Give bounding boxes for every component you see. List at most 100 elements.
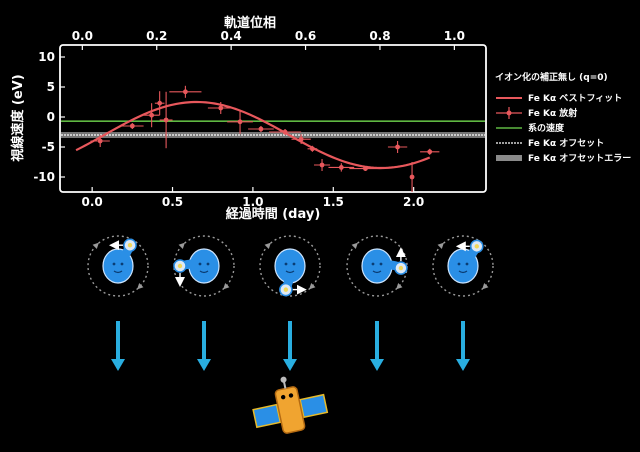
legend-label-systemic: 系の速度 [528, 122, 565, 134]
data-point [409, 162, 415, 192]
best-fit-curve [75, 100, 431, 170]
data-point [313, 159, 331, 171]
face-eye-icon [112, 262, 116, 266]
data-point [159, 91, 173, 149]
data-marker [149, 112, 155, 118]
orbit-direction-icon [137, 282, 144, 290]
legend-swatch-data-dot [506, 110, 512, 116]
legend-item-fit: Fe Kα ベストフィット [496, 93, 622, 104]
face-mouth-icon [199, 270, 209, 274]
legend-item-systemic: 系の速度 [496, 122, 565, 134]
companion-core [398, 265, 404, 271]
satellite-eye-left [280, 394, 286, 400]
x-tick-label: 0.0 [82, 195, 103, 209]
orbit-ring [259, 235, 321, 297]
face-mouth-icon [372, 270, 382, 274]
face-eye-icon [457, 262, 461, 266]
orbit-direction-icon [482, 282, 489, 290]
legend-swatch-offset-error [496, 155, 522, 161]
data-point [328, 163, 355, 172]
companion-core [474, 244, 479, 249]
data-marker [237, 119, 243, 125]
legend-item-offset-error: Fe Kα オフセットエラー [496, 153, 631, 164]
satellite-antenna-tip [280, 376, 287, 383]
orbit-stage [346, 235, 408, 297]
face-mouth-icon [113, 270, 123, 274]
y-tick-label: -5 [42, 140, 55, 154]
data-point [248, 126, 274, 132]
data-point [207, 102, 234, 114]
data-marker [395, 144, 400, 150]
legend-item-offset: Fe Kα オフセット [496, 138, 604, 149]
data-marker [258, 126, 264, 132]
companion-core [283, 287, 289, 292]
data-marker [427, 149, 433, 155]
y-axis-title: 視線速度 (eV) [10, 74, 26, 162]
top-tick-label: 0.2 [146, 29, 167, 43]
satellite-panel-right [299, 393, 329, 419]
orbit-ring [173, 235, 235, 297]
down-arrow-shaft [461, 321, 465, 359]
down-arrow-icon [370, 321, 384, 371]
down-arrow-icon [111, 321, 125, 371]
data-series [61, 85, 485, 192]
data-marker [182, 89, 188, 95]
orbit-stage [173, 235, 235, 297]
data-marker [282, 129, 288, 135]
legend-item-data: Fe Kα 放射 [496, 107, 577, 119]
face-eye-icon [120, 262, 124, 266]
satellite-eye-right [288, 393, 294, 398]
down-arrow-head [111, 359, 125, 371]
face-eye-icon [284, 262, 288, 266]
companion-core [127, 243, 133, 248]
legend-label-data: Fe Kα 放射 [528, 107, 577, 119]
data-point [169, 85, 202, 98]
face-eye-icon [292, 262, 296, 266]
data-point [227, 109, 253, 134]
down-arrow-shaft [375, 321, 379, 359]
data-marker [309, 146, 315, 152]
data-marker [338, 165, 344, 170]
down-arrow-head [456, 359, 470, 371]
orbit-stage [259, 235, 321, 297]
orbit-illustrations [87, 235, 494, 297]
data-point [291, 134, 311, 144]
x-tick-label: 1.5 [323, 195, 344, 209]
data-marker [319, 162, 325, 168]
down-arrow-shaft [202, 321, 206, 359]
top-tick-label: 1.0 [444, 29, 465, 43]
down-arrow-icon [283, 321, 297, 371]
legend-label-offset-error: Fe Kα オフセットエラー [528, 153, 631, 164]
data-marker [129, 123, 135, 129]
data-point [154, 91, 165, 116]
data-point [121, 123, 144, 129]
orbit-ring [432, 235, 494, 297]
top-tick-label: 0.6 [295, 29, 316, 43]
data-point [90, 135, 110, 147]
data-marker [163, 117, 169, 123]
data-marker [97, 138, 103, 144]
data-marker [409, 174, 415, 180]
x-tick-label: 2.0 [403, 195, 424, 209]
y-tick-label: 10 [38, 50, 55, 64]
orbit-stage [432, 235, 494, 297]
face-mouth-icon [285, 270, 295, 274]
face-eye-icon [379, 262, 383, 266]
top-tick-label: 0.4 [221, 29, 242, 43]
orbit-direction-icon [396, 282, 403, 290]
data-marker [157, 100, 163, 106]
data-marker [363, 166, 368, 172]
data-point [349, 166, 382, 172]
orbit-direction-icon [309, 282, 316, 290]
x-axis-title: 経過時間 (day) [226, 206, 321, 222]
y-tick-label: 0 [47, 110, 55, 124]
face-eye-icon [371, 262, 375, 266]
top-axis-title: 軌道位相 [224, 15, 276, 31]
down-arrow-shaft [116, 321, 120, 359]
satellite-panel-left [252, 403, 282, 429]
down-arrow-icon [456, 321, 470, 371]
